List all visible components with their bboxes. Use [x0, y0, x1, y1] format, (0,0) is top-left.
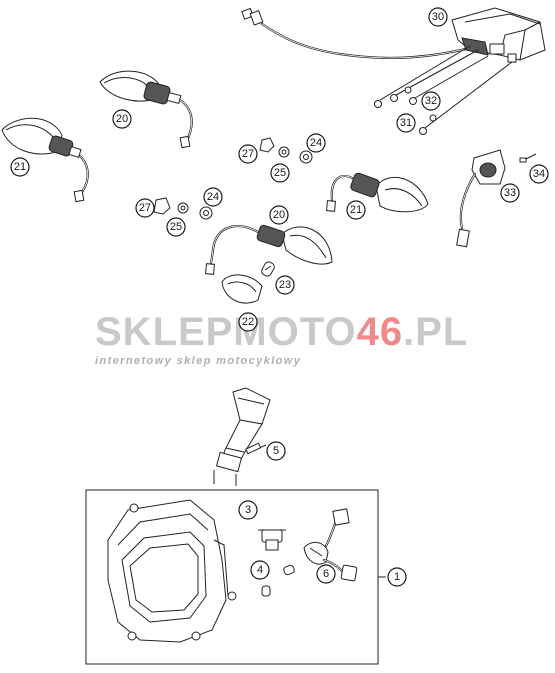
callout-24-upper: 24	[306, 133, 326, 153]
callout-4: 4	[250, 560, 270, 580]
callout-20-rear: 20	[112, 109, 132, 129]
callout-32: 32	[421, 91, 441, 111]
svg-text:33: 33	[504, 187, 516, 199]
svg-text:3: 3	[245, 504, 251, 516]
headlight-bracket	[213, 387, 271, 486]
svg-text:32: 32	[425, 95, 437, 107]
svg-text:23: 23	[279, 279, 291, 291]
callout-22: 22	[238, 312, 258, 332]
svg-text:27: 27	[139, 202, 151, 214]
svg-text:24: 24	[310, 137, 322, 149]
svg-text:21: 21	[350, 204, 362, 216]
mounting-hardware-upper	[259, 137, 313, 164]
headlight-housing	[107, 499, 237, 643]
svg-text:25: 25	[170, 221, 182, 233]
callout-25-middle: 25	[166, 217, 186, 237]
callout-27-upper: 27	[238, 144, 258, 164]
svg-text:4: 4	[257, 564, 263, 576]
callout-21-front-left: 21	[10, 157, 30, 177]
callout-6: 6	[316, 564, 336, 584]
svg-text:20: 20	[273, 209, 285, 221]
svg-text:21: 21	[14, 161, 26, 173]
svg-text:25: 25	[274, 167, 286, 179]
svg-text:6: 6	[323, 568, 329, 580]
svg-text:1: 1	[394, 571, 400, 583]
callout-33: 33	[500, 183, 520, 203]
svg-text:SKLEPMOTO46.PL: SKLEPMOTO46.PL	[95, 310, 468, 354]
watermark-brand-part1: SKLEPMOTO	[95, 310, 357, 354]
rear-indicator-right	[326, 172, 429, 213]
callout-24-middle: 24	[203, 187, 223, 207]
callout-23: 23	[275, 275, 295, 295]
indicator-bulb-and-lens	[221, 261, 275, 304]
mounting-hardware-middle	[153, 197, 213, 220]
svg-text:22: 22	[242, 316, 254, 328]
callout-3: 3	[238, 500, 258, 520]
tail-light-assembly	[241, 7, 546, 135]
callout-25-upper: 25	[270, 163, 290, 183]
svg-text:34: 34	[533, 168, 545, 180]
callout-5: 5	[266, 441, 286, 461]
callout-21-rear-right: 21	[346, 200, 366, 220]
front-indicator-right	[205, 224, 333, 275]
watermark-tagline: internetowy sklep motocyklowy	[95, 355, 301, 367]
watermark: SKLEPMOTO46.PL internetowy sklep motocyk…	[95, 310, 468, 367]
svg-text:20: 20	[116, 113, 128, 125]
watermark-brand-part3: .PL	[403, 310, 468, 354]
callout-20-front: 20	[269, 205, 289, 225]
callout-34: 34	[529, 164, 549, 184]
rear-indicator-left	[99, 70, 193, 149]
svg-text:24: 24	[207, 191, 219, 203]
callout-1: 1	[387, 567, 407, 587]
svg-text:30: 30	[432, 11, 444, 23]
headlight-group-box	[85, 489, 386, 665]
watermark-brand-part2: 46	[357, 310, 404, 354]
front-indicator-left	[1, 117, 89, 203]
license-plate-light	[456, 149, 537, 248]
parking-bulb	[261, 564, 295, 597]
headlight-bulb	[258, 529, 286, 551]
headlight-wiring-harness	[303, 508, 358, 582]
callout-30: 30	[428, 7, 448, 27]
svg-text:27: 27	[242, 148, 254, 160]
callout-27-middle: 27	[135, 198, 155, 218]
svg-text:5: 5	[273, 445, 279, 457]
callout-31: 31	[396, 113, 416, 133]
svg-text:31: 31	[400, 117, 412, 129]
